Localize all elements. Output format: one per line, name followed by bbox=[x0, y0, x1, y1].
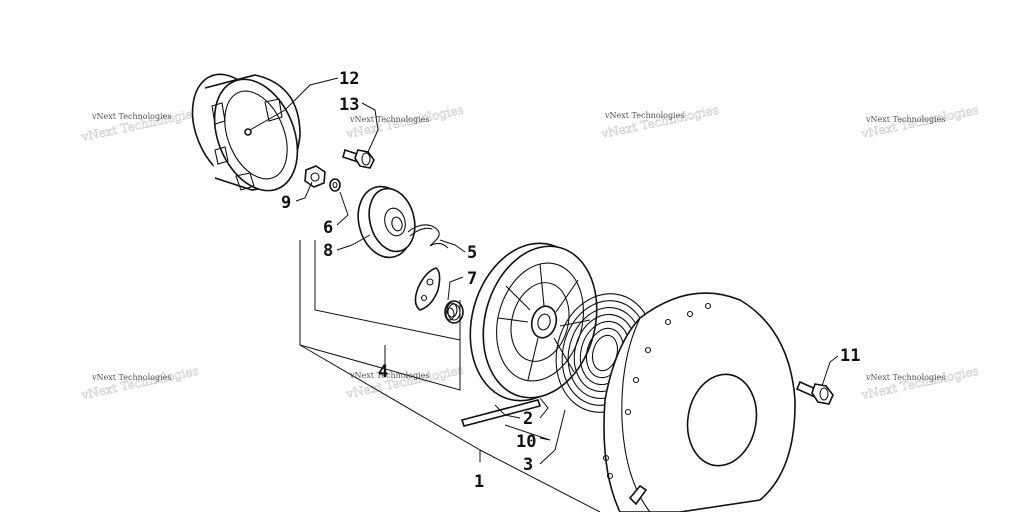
part-9-nut bbox=[304, 165, 326, 188]
part-8-friction-plate bbox=[357, 185, 416, 259]
part-2-rope-reel bbox=[469, 242, 598, 402]
callout-4: 4 bbox=[378, 362, 388, 382]
callout-8: 8 bbox=[323, 241, 333, 261]
callout-13: 13 bbox=[339, 95, 359, 115]
watermark-ghost: vNext Technologies bbox=[599, 103, 719, 142]
part-13-bolt bbox=[342, 148, 375, 169]
part-10-rope bbox=[460, 399, 542, 427]
part-11-bolt bbox=[795, 380, 834, 405]
watermark-8: vNext Technologies bbox=[865, 373, 945, 382]
watermark-ghost: vNext Technologies bbox=[859, 364, 979, 403]
callout-7: 7 bbox=[467, 269, 477, 289]
callout-3: 3 bbox=[523, 455, 533, 475]
callout-1: 1 bbox=[474, 472, 484, 492]
leader-lines bbox=[249, 77, 839, 512]
watermark-6: vNext Technologies bbox=[349, 371, 429, 380]
callout-6: 6 bbox=[323, 218, 333, 238]
watermark-ghost: vNext Technologies bbox=[79, 364, 199, 403]
part-7-ratchet bbox=[414, 267, 441, 311]
watermark-4: vNext Technologies bbox=[865, 115, 945, 124]
watermark-1: vNext Technologies bbox=[91, 112, 171, 121]
callouts: 12 13 9 6 8 5 7 4 2 10 3 1 11 bbox=[281, 69, 860, 492]
callout-12: 12 bbox=[339, 69, 359, 89]
part-7-spring bbox=[444, 300, 464, 324]
callout-2: 2 bbox=[523, 409, 533, 429]
part-6-washer bbox=[329, 178, 341, 192]
part-12-starter-cup bbox=[191, 73, 301, 192]
part-5-spring-clip bbox=[407, 224, 449, 249]
watermark-2: vNext Technologies bbox=[349, 115, 429, 124]
callout-9: 9 bbox=[281, 193, 291, 213]
watermark-5: vNext Technologies bbox=[91, 373, 171, 382]
callout-10: 10 bbox=[516, 432, 536, 452]
part-1-housing bbox=[602, 292, 796, 512]
callout-11: 11 bbox=[840, 346, 860, 366]
callout-5: 5 bbox=[467, 243, 477, 263]
watermark-3: vNext Technologies bbox=[604, 111, 684, 120]
